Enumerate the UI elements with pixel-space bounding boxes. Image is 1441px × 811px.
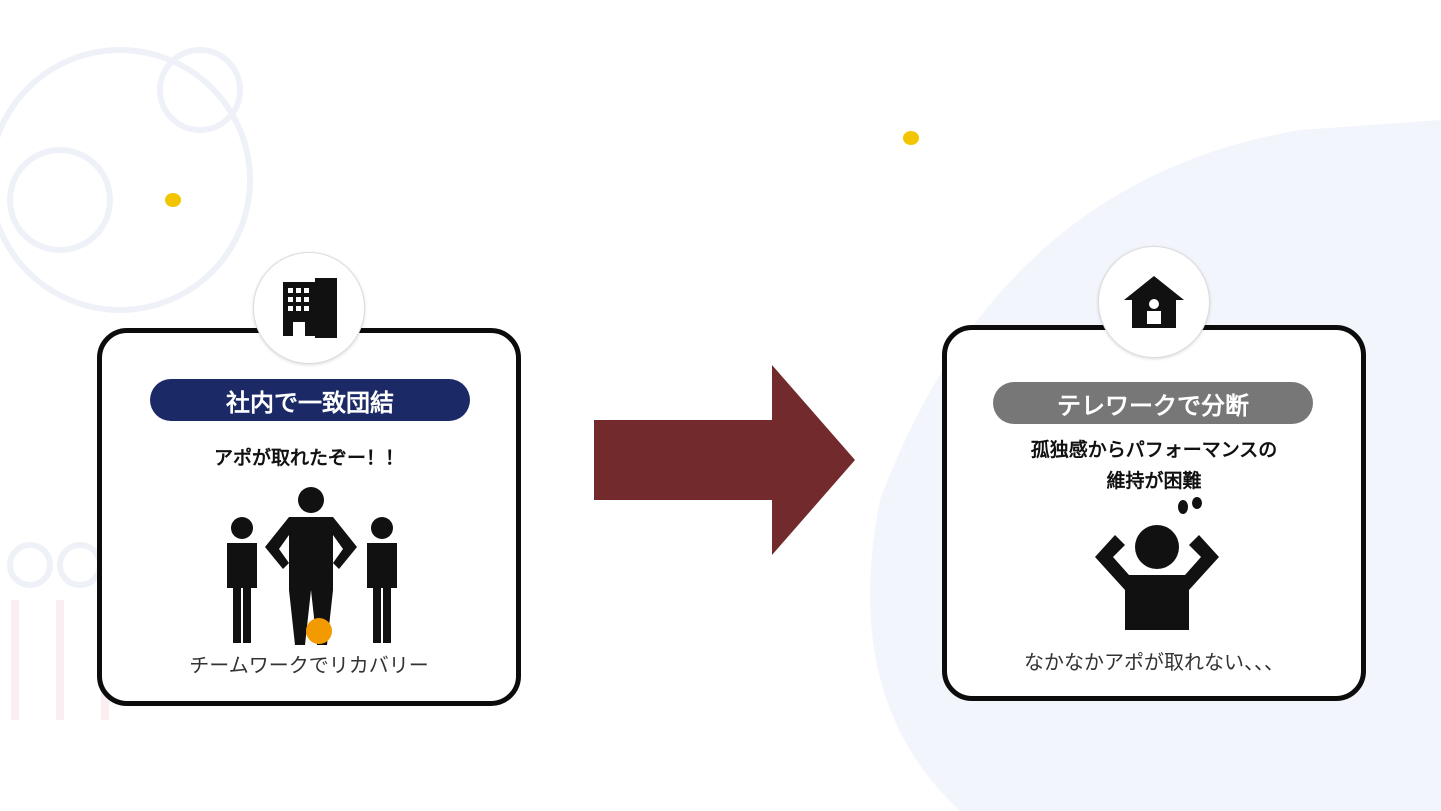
business-team-icon bbox=[227, 487, 397, 645]
telework-title-pill: テレワークで分断 bbox=[993, 382, 1313, 424]
accent-dot bbox=[165, 193, 181, 207]
office-title-pill: 社内で一致団結 bbox=[150, 379, 470, 421]
telework-headline-line1: 孤独感からパフォーマンスの bbox=[1030, 439, 1278, 461]
office-card: 社内で一致団結 アポが取れたぞー！！ チームワークでリカバリー bbox=[97, 328, 521, 706]
accent-dot bbox=[903, 131, 919, 145]
office-headline: アポが取れたぞー！！ bbox=[213, 447, 404, 469]
office-caption: チームワークでリカバリー bbox=[189, 653, 429, 677]
worried-person-icon bbox=[1095, 497, 1219, 630]
office-building-icon bbox=[253, 252, 365, 364]
telework-card: テレワークで分断 孤独感からパフォーマンスの 維持が困難 なかなかアポが取れない… bbox=[942, 325, 1366, 701]
telework-headline-line2: 維持が困難 bbox=[1106, 470, 1202, 492]
house-person-icon bbox=[1098, 246, 1210, 358]
telework-caption: なかなかアポが取れない、、、 bbox=[1024, 650, 1284, 674]
right-arrow bbox=[594, 365, 855, 555]
